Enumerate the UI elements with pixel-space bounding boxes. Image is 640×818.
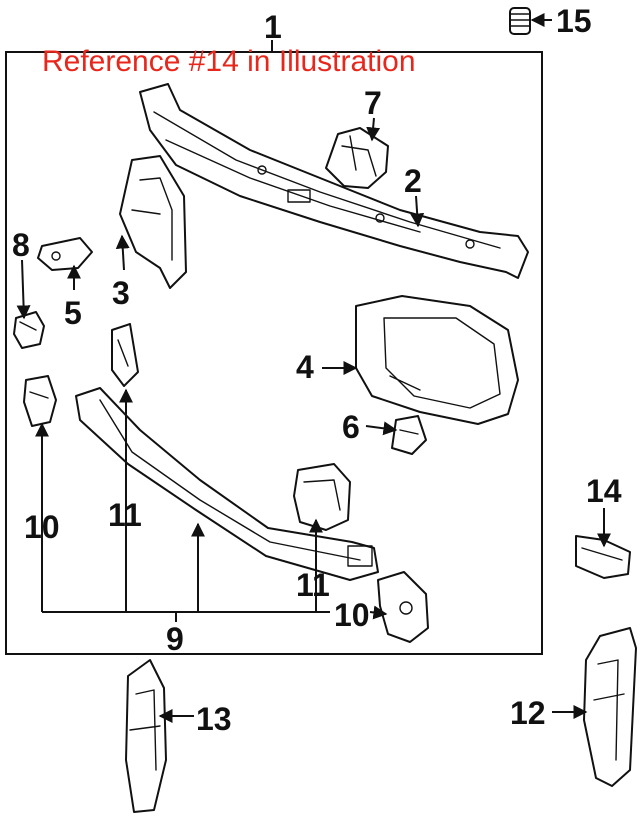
part-13-lower-shield (125, 659, 167, 813)
part-15-clip (509, 7, 531, 35)
leader-8 (16, 259, 31, 320)
part-12-shield (583, 627, 637, 787)
callout-1: 1 (264, 9, 282, 45)
leader-6 (365, 421, 398, 436)
part-11-lower-bracket (293, 463, 351, 531)
part-9-lower-member (75, 387, 379, 581)
callout-2: 2 (404, 163, 422, 199)
leader-3 (115, 234, 130, 271)
part-11-upper-brace (111, 323, 139, 387)
leader-2 (410, 195, 425, 228)
callout-10-left: 10 (24, 509, 60, 545)
callout-13: 13 (196, 701, 232, 737)
callout-4: 4 (296, 349, 314, 385)
part-7-bracket (325, 127, 389, 189)
part-2-upper-support (139, 83, 529, 279)
leader-10-right (369, 605, 388, 620)
callout-11-right: 11 (296, 567, 330, 603)
callout-9: 9 (166, 621, 184, 657)
part-10-right-mount (377, 571, 429, 643)
callout-group-9-10-11 (35, 388, 330, 622)
callout-12: 12 (510, 695, 546, 731)
assembly-frame (5, 51, 543, 655)
callout-8: 8 (12, 227, 30, 263)
callout-3: 3 (112, 275, 130, 311)
callout-6: 6 (342, 409, 360, 445)
callout-10-right: 10 (334, 597, 370, 633)
callout-5: 5 (64, 295, 82, 331)
callout-14: 14 (586, 473, 622, 509)
part-14-bracket (575, 535, 631, 579)
leader-7 (366, 117, 381, 142)
reference-caption: Reference #14 in Illustration (42, 45, 416, 78)
part-5-bracket (37, 237, 93, 271)
part-3-side-bracket (119, 155, 187, 289)
part-10-left-mount (23, 375, 57, 427)
part-6-clip (391, 415, 427, 455)
callout-15: 15 (556, 3, 592, 39)
part-8-bracket (13, 311, 45, 349)
callout-7: 7 (364, 85, 382, 121)
callout-11-left: 11 (108, 497, 142, 533)
part-4-lamp-panel (355, 295, 519, 425)
